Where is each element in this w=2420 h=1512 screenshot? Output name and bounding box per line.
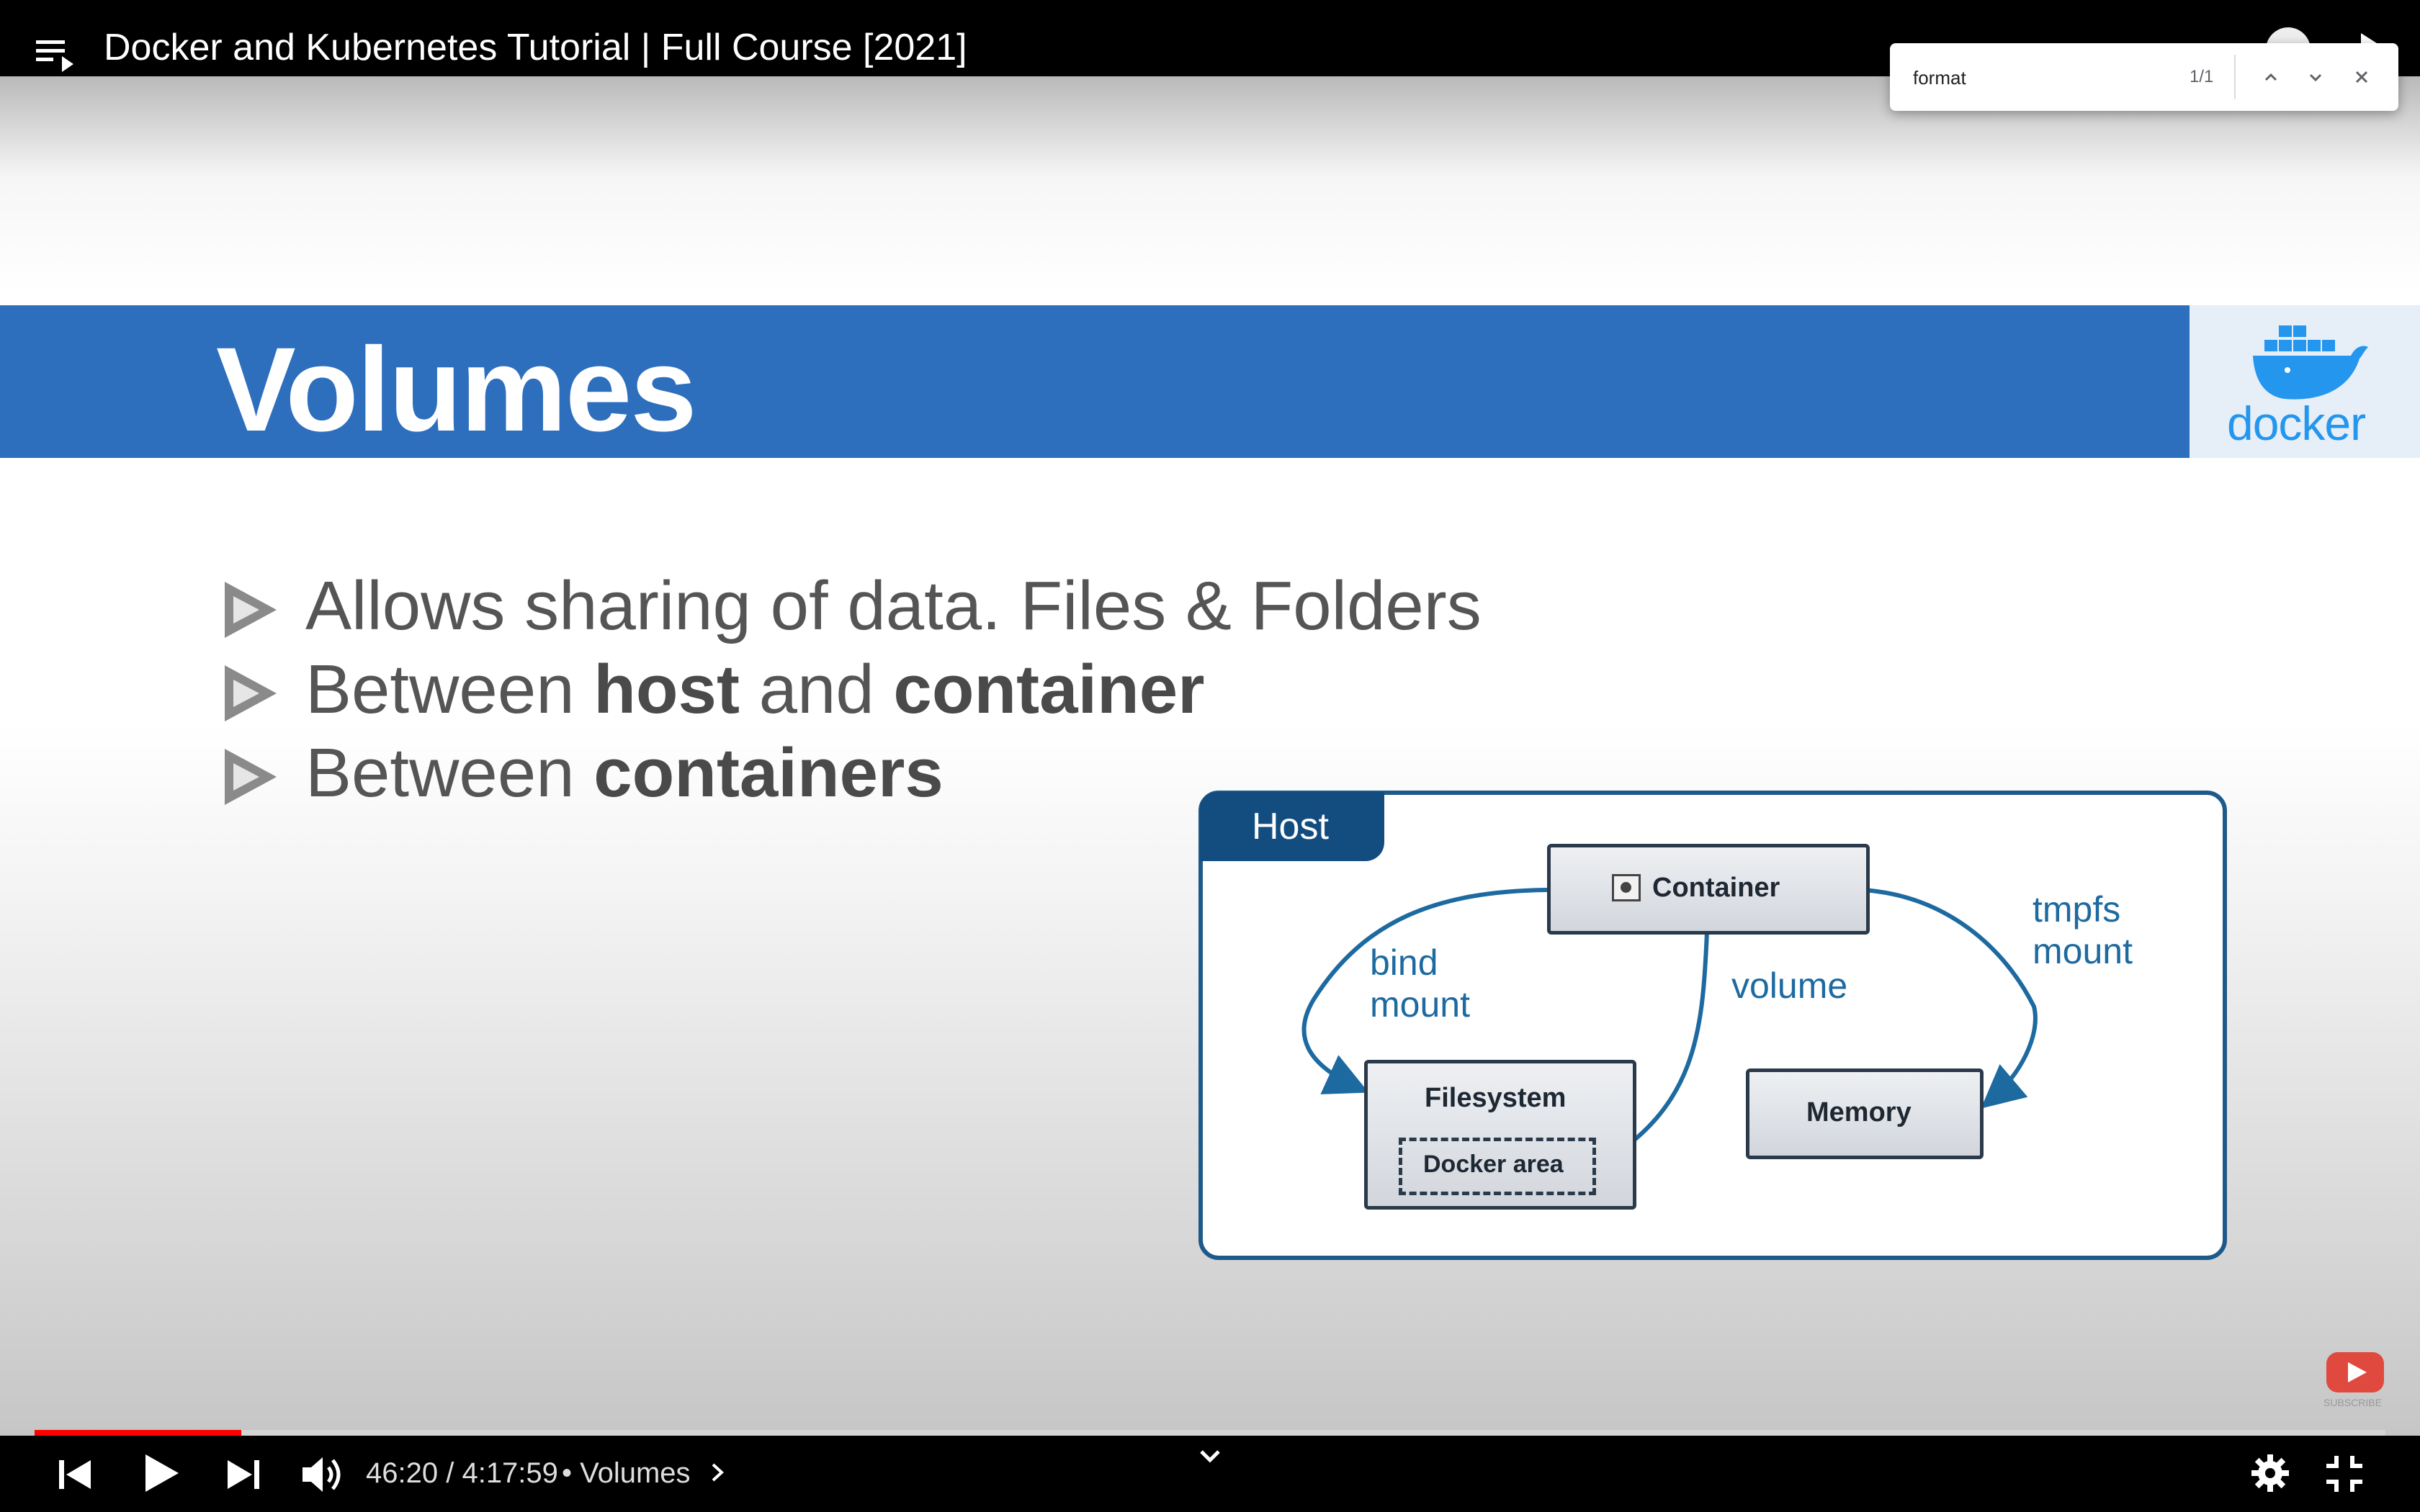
container-icon (1612, 874, 1641, 901)
youtube-logo (2326, 1352, 2384, 1392)
bullet-arrow-icon (225, 582, 277, 638)
find-up-icon[interactable] (2257, 63, 2285, 91)
play-icon[interactable] (141, 1452, 182, 1495)
chevron-down-icon[interactable] (1196, 1446, 1224, 1467)
video-title[interactable]: Docker and Kubernetes Tutorial | Full Co… (104, 27, 967, 68)
filesystem-box (1364, 1060, 1636, 1210)
previous-icon[interactable] (58, 1457, 94, 1492)
video-frame[interactable]: Volumes docker Allows sharing of data. F… (0, 76, 2420, 1436)
docker-area-label: Docker area (1423, 1151, 1564, 1178)
find-input[interactable] (1912, 60, 2404, 95)
bullet-arrow-icon (225, 749, 277, 805)
memory-box (1746, 1068, 1984, 1159)
volume-icon[interactable] (301, 1454, 346, 1495)
bullet-text: Between containers (305, 734, 944, 811)
chevron-right-icon[interactable] (709, 1456, 726, 1489)
subscribe-label: SUBSCRIBE (2323, 1397, 2382, 1408)
volume-label: volume (1731, 966, 1848, 1006)
slide-title: Volumes (216, 323, 697, 456)
bullet-arrow-icon (225, 665, 277, 721)
settings-gear-icon[interactable] (2250, 1453, 2290, 1493)
docker-area-box (1399, 1138, 1596, 1195)
bullet-item: Between containers (222, 730, 1662, 816)
filesystem-label: Filesystem (1425, 1083, 1567, 1113)
find-close-icon[interactable] (2348, 63, 2375, 91)
docker-whale-icon (2253, 325, 2368, 400)
time-display: 46:20 / 4:17:59 (366, 1457, 558, 1489)
container-label: Container (1652, 873, 1780, 903)
container-box (1547, 844, 1870, 935)
host-tab (1200, 792, 1384, 861)
exit-fullscreen-icon[interactable] (2325, 1454, 2364, 1493)
volumes-diagram: Host Container Filesystem Docker area Me… (1198, 791, 2227, 1260)
bullet-text: Between host and container (305, 651, 1205, 728)
memory-label: Memory (1806, 1097, 1912, 1128)
player-controls: 46:20 / 4:17:59 • Volumes (0, 1436, 2420, 1512)
youtube-subscribe-icon[interactable]: SUBSCRIBE (2323, 1352, 2388, 1414)
tmpfs-mount-arrow (1862, 888, 2038, 1109)
progress-bar[interactable] (35, 1430, 2385, 1436)
player-top-bar: Docker and Kubernetes Tutorial | Full Co… (0, 0, 2420, 76)
next-icon[interactable] (225, 1457, 261, 1492)
bullet-item: Between host and container (222, 647, 1662, 733)
bullet-text: Allows sharing of data. Files & Folders (305, 567, 1482, 644)
bind-mount-arrow (1301, 888, 1548, 1094)
bullet-item: Allows sharing of data. Files & Folders (222, 563, 1662, 649)
find-in-page-bar: 1/1 (1890, 43, 2404, 111)
chapter-title[interactable]: • Volumes (562, 1457, 691, 1489)
menu-icon[interactable] (36, 35, 79, 73)
host-label: Host (1252, 806, 1329, 847)
find-match-count: 1/1 (2190, 67, 2214, 86)
progress-played (35, 1430, 242, 1436)
slide-title-banner (0, 305, 2190, 458)
docker-logo-text: docker (2227, 397, 2366, 450)
find-down-icon[interactable] (2302, 63, 2329, 91)
find-divider (2234, 55, 2236, 99)
